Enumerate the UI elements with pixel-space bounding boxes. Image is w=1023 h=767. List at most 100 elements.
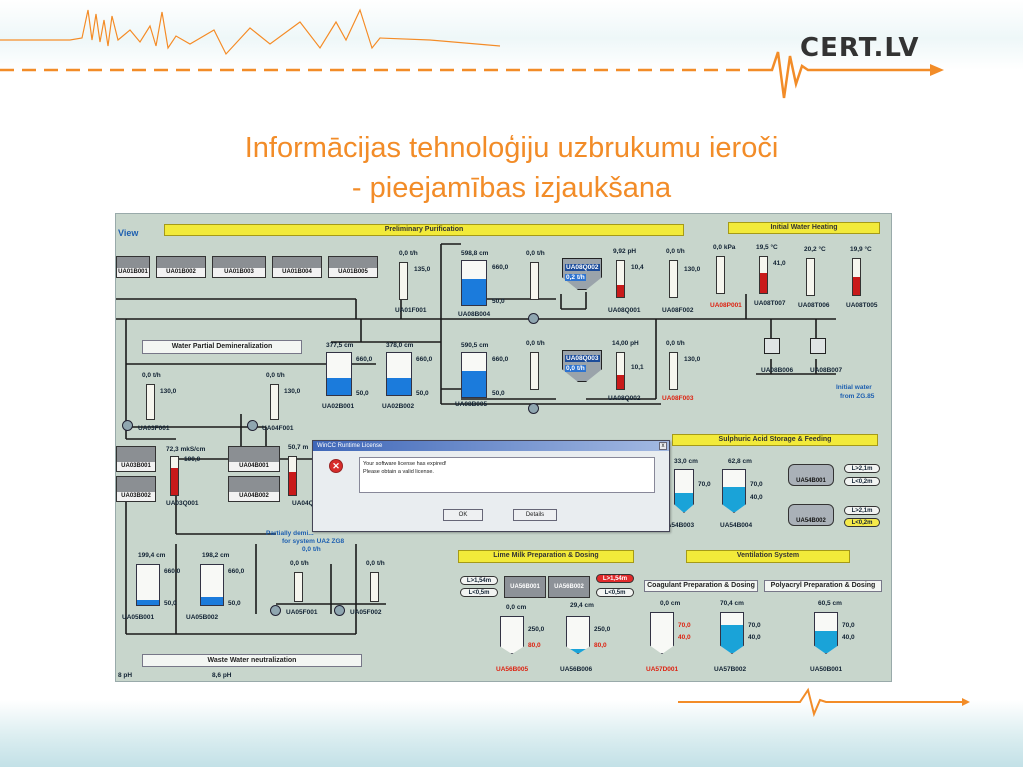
flow-bar[interactable]	[294, 572, 303, 602]
dialog-close-button[interactable]: x	[659, 442, 667, 450]
section-water-partial-demineralization: Water Partial Demineralization	[142, 340, 302, 354]
tag-ua56b005[interactable]: UA56B005	[496, 666, 529, 673]
conductivity-bar[interactable]	[288, 456, 297, 496]
heat-exchanger-icon[interactable]	[810, 338, 826, 354]
ion-exchanger[interactable]: UA03B001	[116, 446, 156, 472]
filter-cell[interactable]: UA01B002	[156, 256, 206, 278]
tank-ua56b005[interactable]	[500, 616, 524, 654]
tank-high-limit: 660,0	[356, 356, 373, 363]
lime-tank-ua56b002[interactable]: UA56B002	[548, 576, 590, 598]
ion-exchanger[interactable]: UA04B001	[228, 446, 280, 472]
section-preliminary-purification: Preliminary Purification	[164, 224, 684, 236]
tag-ua05f001[interactable]: UA05F001	[286, 609, 318, 616]
filter-cell[interactable]: UA01B005	[328, 256, 378, 278]
tank-ua56b006[interactable]	[566, 616, 590, 654]
tag-ua08f003[interactable]: UA08F003	[662, 395, 694, 402]
tag-ua03f001[interactable]: UA03F001	[138, 425, 170, 432]
filter-cell[interactable]: UA01B001	[116, 256, 150, 278]
tag-ua02b001[interactable]: UA02B001	[322, 403, 355, 410]
tank-level: 33,0 cm	[674, 458, 698, 465]
pressure-bar[interactable]	[716, 256, 725, 294]
flow-bar[interactable]	[399, 262, 408, 300]
pump-icon[interactable]	[528, 313, 539, 324]
flow-bar[interactable]	[530, 352, 539, 390]
ph-bar[interactable]	[616, 352, 625, 390]
footer-band	[0, 700, 1023, 767]
tag-ua05b002[interactable]: UA05B002	[186, 614, 219, 621]
tag-ua08b005[interactable]: UA08B005	[455, 401, 488, 408]
tag-ua01f001[interactable]: UA01F001	[395, 307, 427, 314]
tank-ua05b002[interactable]	[200, 564, 224, 606]
pump-icon[interactable]	[334, 605, 345, 616]
tank-ua05b001[interactable]	[136, 564, 160, 606]
tank-ua08b005[interactable]	[461, 352, 487, 398]
ph-bar[interactable]	[616, 260, 625, 298]
tank-ua02b001[interactable]	[326, 352, 352, 396]
tank-level: 590,5 cm	[461, 342, 489, 349]
tag-ua08b004[interactable]: UA08B004	[458, 311, 491, 318]
filter-cell[interactable]: UA01B004	[272, 256, 322, 278]
tag-ua03q001[interactable]: UA03Q001	[166, 500, 199, 507]
tag-ua08t007[interactable]: UA08T007	[754, 300, 786, 307]
license-error-dialog[interactable]: WinCC Runtime License x ✕ Your software …	[312, 440, 670, 532]
storage-tank-ua54b001[interactable]: UA54B001	[788, 464, 834, 486]
tag-ua05f002[interactable]: UA05F002	[350, 609, 382, 616]
tank-high-limit: 660,0	[164, 568, 181, 575]
tag-ua04q[interactable]: UA04Q	[292, 500, 314, 507]
tag-ua08f002[interactable]: UA08F002	[662, 307, 694, 314]
temperature-bar[interactable]	[759, 256, 768, 294]
storage-tank-ua54b002[interactable]: UA54B002	[788, 504, 834, 526]
tag-ua08t005[interactable]: UA08T005	[846, 302, 878, 309]
tank-ua08b004[interactable]	[461, 260, 487, 306]
tag-ua57d001[interactable]: UA57D001	[646, 666, 679, 673]
tag-ua57b002[interactable]: UA57B002	[714, 666, 747, 673]
ph-setpoint: 10,4	[631, 264, 644, 271]
tank-level: 60,5 cm	[818, 600, 842, 607]
tank-ua50b001[interactable]	[814, 612, 838, 654]
ion-exchanger[interactable]: UA03B002	[116, 476, 156, 502]
dialog-message: Your software license has expired! Pleas…	[359, 457, 655, 493]
tag-ua02b002[interactable]: UA02B002	[382, 403, 415, 410]
filter-cell[interactable]: UA01B003	[212, 256, 266, 278]
tag-ua08p001[interactable]: UA08P001	[710, 302, 742, 309]
flow-bar[interactable]	[669, 260, 678, 298]
tag-ua08b006[interactable]: UA08B006	[761, 367, 794, 374]
initial-water-note: Initial water	[836, 384, 872, 391]
ion-exchanger[interactable]: UA04B002	[228, 476, 280, 502]
ph-reading: 14,00 pH	[612, 340, 639, 347]
valve-icon[interactable]	[122, 420, 133, 431]
tank-ua57b002[interactable]	[720, 612, 744, 654]
section-ventilation: Ventilation System	[686, 550, 850, 563]
details-button[interactable]: Details	[513, 509, 557, 521]
tank-ua54b003[interactable]	[674, 469, 694, 513]
ok-button[interactable]: OK	[443, 509, 483, 521]
tag-ua08q002[interactable]: UA08Q002	[608, 395, 641, 402]
tag-ua54b003[interactable]: UA54B003	[662, 522, 695, 529]
tag-ua05b001[interactable]: UA05B001	[122, 614, 155, 621]
pump-icon[interactable]	[270, 605, 281, 616]
conductivity-bar[interactable]	[170, 456, 179, 496]
tank-ua54b004[interactable]	[722, 469, 746, 513]
flow-bar[interactable]	[370, 572, 379, 602]
tank-ua02b002[interactable]	[386, 352, 412, 396]
tank-high-limit: 250,0	[594, 626, 611, 633]
lime-tank-ua56b001[interactable]: UA56B001	[504, 576, 546, 598]
flow-bar[interactable]	[146, 384, 155, 420]
temperature-bar[interactable]	[852, 258, 861, 296]
valve-icon[interactable]	[247, 420, 258, 431]
tank-high-limit: 70,0	[678, 622, 691, 629]
temperature-bar[interactable]	[806, 258, 815, 296]
flow-bar[interactable]	[669, 352, 678, 390]
tag-ua08q001[interactable]: UA08Q001	[608, 307, 641, 314]
tag-ua08t006[interactable]: UA08T006	[798, 302, 830, 309]
tag-ua04f001[interactable]: UA04F001	[262, 425, 294, 432]
tank-ua57d001[interactable]	[650, 612, 674, 654]
pump-icon[interactable]	[528, 403, 539, 414]
flow-bar[interactable]	[530, 262, 539, 300]
tag-ua56b006[interactable]: UA56B006	[560, 666, 593, 673]
tag-ua08b007[interactable]: UA08B007	[810, 367, 843, 374]
tag-ua50b001[interactable]: UA50B001	[810, 666, 843, 673]
tag-ua54b004[interactable]: UA54B004	[720, 522, 753, 529]
heat-exchanger-icon[interactable]	[764, 338, 780, 354]
flow-bar[interactable]	[270, 384, 279, 420]
